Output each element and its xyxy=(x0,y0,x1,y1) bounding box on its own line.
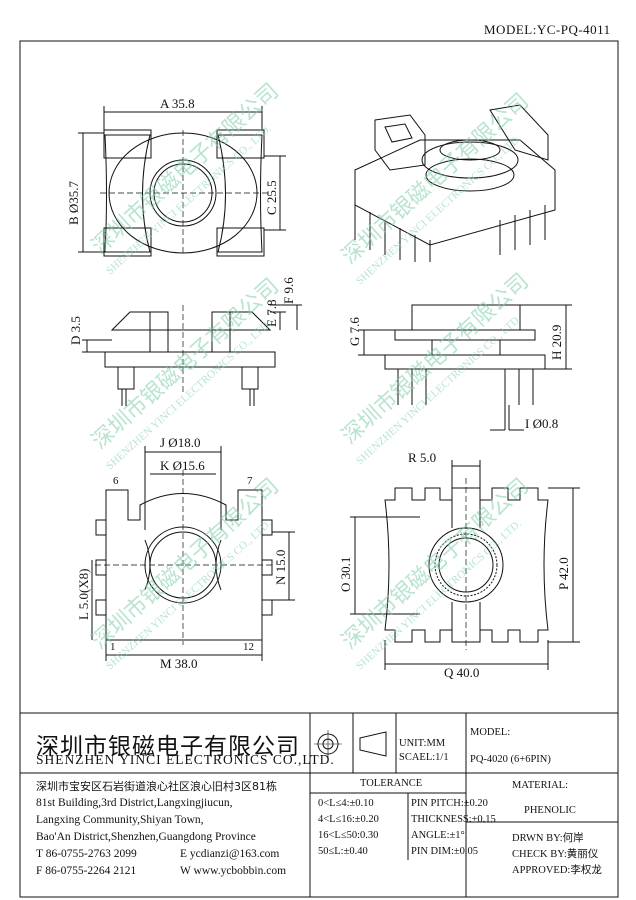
model-label: MODEL: xyxy=(470,727,511,738)
dim-n: N 15.0 xyxy=(273,550,288,585)
address-line-3: Langxing Community,Shiyan Town, xyxy=(36,814,204,826)
address-line-4: Bao'An District,Shenzhen,Guangdong Provi… xyxy=(36,831,256,843)
watermark-cn: 深圳市银磁电子有限公司 xyxy=(87,473,284,654)
model-value: PQ-4020 (6+6PIN) xyxy=(470,754,551,765)
email: E ycdianzi@163.com xyxy=(180,848,280,860)
pin-label-1: 1 xyxy=(110,641,116,653)
projection-symbol-icon xyxy=(314,730,387,758)
dim-h: H 20.9 xyxy=(549,325,564,360)
title-block-grid xyxy=(20,712,618,897)
watermark-en: SHENZHEN YINCI ELECTRONICS CO., LTD. xyxy=(104,123,274,278)
dim-c: C 25.5 xyxy=(264,180,279,215)
material-value: PHENOLIC xyxy=(524,805,576,816)
pin-label-6: 6 xyxy=(113,475,119,487)
watermark-cn: 深圳市银磁电子有限公司 xyxy=(337,88,534,269)
dim-q: Q 40.0 xyxy=(444,665,479,680)
address-line-1: 深圳市宝安区石岩街道浪心社区浪心旧村3区81栋 xyxy=(36,780,277,793)
pin-label-12: 12 xyxy=(243,641,254,653)
top-view xyxy=(78,106,286,257)
tolerance-left-4: 50≤L:±0.40 xyxy=(318,846,368,857)
tolerance-right-4: PIN DIM:±0.05 xyxy=(411,846,479,857)
tolerance-left-1: 0<L≤4:±0.10 xyxy=(318,798,374,809)
watermark-en: SHENZHEN YINCI ELECTRONICS CO., LTD. xyxy=(354,313,524,468)
tolerance-right-2: THICKNESS:±0.15 xyxy=(411,814,496,825)
dim-d: D 3.5 xyxy=(68,316,83,345)
pin-label-7: 7 xyxy=(247,475,253,487)
approved-by: APPROVED:李权龙 xyxy=(512,865,602,876)
address-line-2: 81st Building,3rd District,Langxingjiucu… xyxy=(36,797,233,809)
side-view xyxy=(358,304,572,431)
dim-j: J Ø18.0 xyxy=(160,435,200,450)
watermark-cn: 深圳市银磁电子有限公司 xyxy=(87,273,284,454)
dim-e: E 7.8 xyxy=(264,300,279,327)
watermark-cn: 深圳市银磁电子有限公司 xyxy=(337,473,534,654)
checked-by: CHECK BY:黄丽仪 xyxy=(512,849,599,860)
dim-f: F 9.6 xyxy=(281,277,296,304)
watermarks: 深圳市银磁电子有限公司 SHENZHEN YINCI ELECTRONICS C… xyxy=(87,78,534,672)
material-label: MATERIAL: xyxy=(512,780,568,791)
tolerance-right-3: ANGLE:±1° xyxy=(411,830,465,841)
company-name-en: SHENZHEN YINCI ELECTRONICS CO.,LTD. xyxy=(36,752,335,767)
dim-g: G 7.6 xyxy=(347,317,362,346)
dim-b: B Ø35.7 xyxy=(66,180,81,225)
watermark-cn: 深圳市银磁电子有限公司 xyxy=(337,268,534,449)
isometric-view xyxy=(354,104,556,262)
dim-m: M 38.0 xyxy=(160,656,198,671)
website: W www.ycbobbin.com xyxy=(180,865,287,877)
tolerance-left-2: 4<L≤16:±0.20 xyxy=(318,814,379,825)
unit: UNIT:MM xyxy=(399,738,446,749)
bottom-view xyxy=(350,460,580,670)
scale: SCAEL:1/1 xyxy=(399,752,449,763)
dim-a: A 35.8 xyxy=(160,96,195,111)
dim-i: I Ø0.8 xyxy=(525,416,558,431)
tolerance-left-3: 16<L≤50:0.30 xyxy=(318,830,379,841)
dim-p: P 42.0 xyxy=(556,557,571,590)
fax: F 86-0755-2264 2121 xyxy=(36,865,137,877)
dim-r: R 5.0 xyxy=(408,450,436,465)
drawing-frame xyxy=(19,40,619,898)
pin-view xyxy=(91,446,295,661)
tolerance-right-1: PIN PITCH:±0.20 xyxy=(411,798,488,809)
company-name-cn: 深圳市银磁电子有限公司 xyxy=(36,734,300,760)
tolerance-title: TOLERANCE xyxy=(360,778,423,789)
dim-o: O 30.1 xyxy=(338,557,353,592)
watermark-en: SHENZHEN YINCI ELECTRONICS CO., LTD. xyxy=(354,518,524,673)
phone: T 86-0755-2763 2099 xyxy=(36,848,137,860)
dim-k: K Ø15.6 xyxy=(160,458,205,473)
front-view xyxy=(82,304,302,406)
model-number: MODEL:YC-PQ-4011 xyxy=(484,22,611,37)
dim-l: L 5.0(X8) xyxy=(76,568,91,620)
drawn-by: DRWN BY:何岸 xyxy=(512,833,584,844)
